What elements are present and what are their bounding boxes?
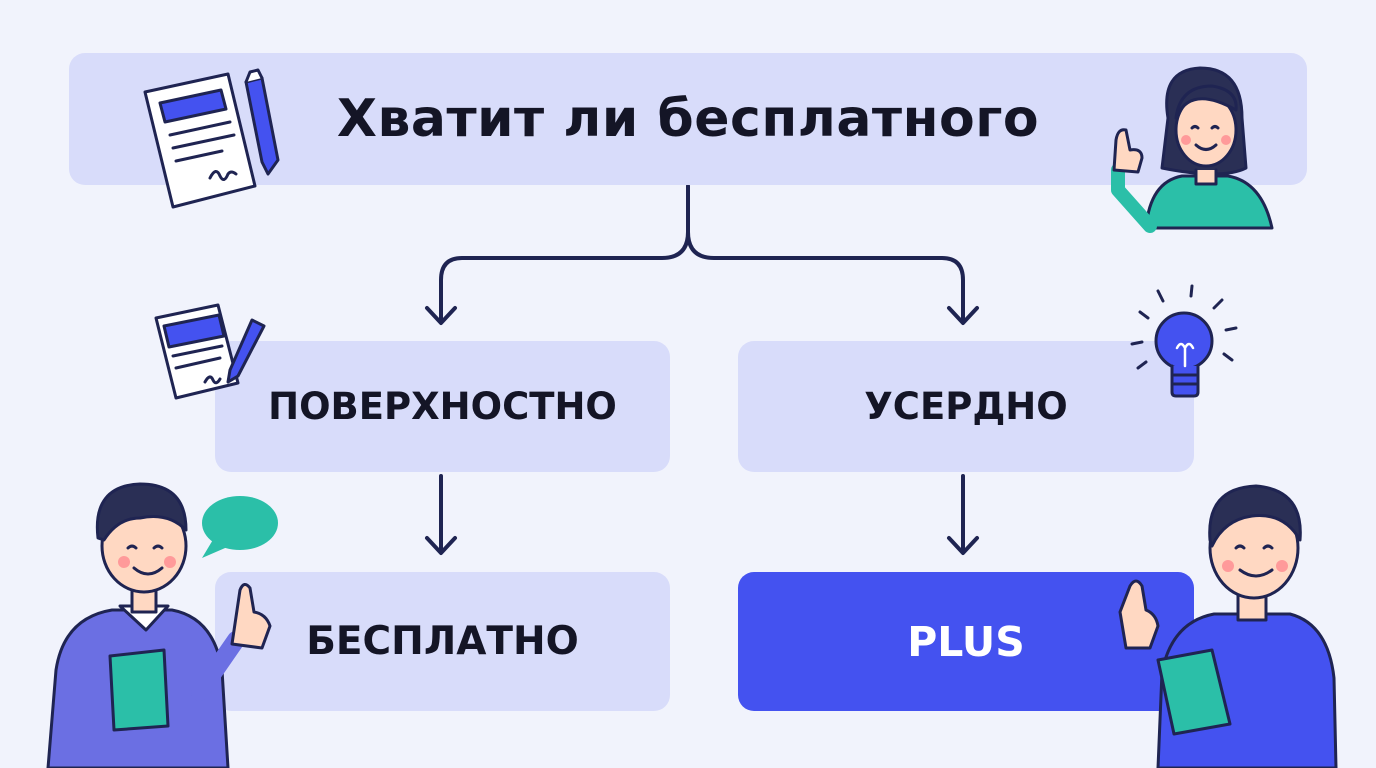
boy-with-book [46, 482, 272, 768]
arrowhead-right-top [947, 306, 979, 325]
branch-superficial: ПОВЕРХНОСТНО [215, 341, 670, 472]
document-pen-icon [154, 303, 266, 400]
girl-pointing [1111, 66, 1274, 233]
lightbulb-icon [1130, 284, 1238, 398]
man-with-tablet [1118, 484, 1338, 768]
connector-right-down [947, 474, 979, 555]
connector-split [439, 184, 965, 324]
branch-diligent: УСЕРДНО [738, 341, 1194, 472]
result-free: БЕСПЛАТНО [215, 572, 670, 711]
document-pen-icon [143, 68, 280, 209]
result-plus: PLUS [738, 572, 1194, 711]
arrowhead-left-top [425, 306, 457, 325]
connector-left-down [425, 474, 457, 555]
speech-bubble-icon [202, 496, 278, 558]
